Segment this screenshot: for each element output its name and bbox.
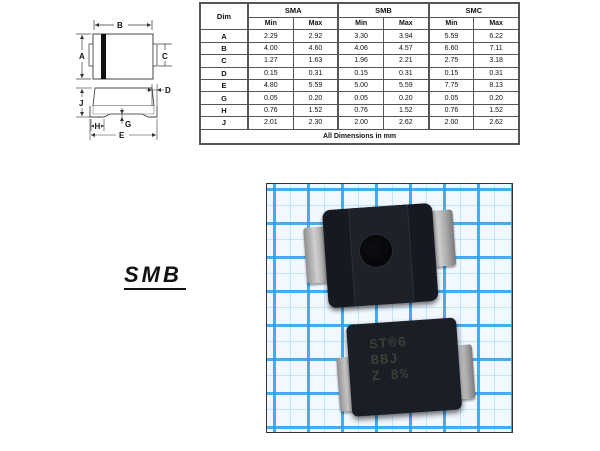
package-header-sma: SMA (246, 2, 339, 18)
svg-text:E: E (119, 131, 125, 140)
smc-max-header: Max (473, 16, 520, 31)
value-cell: 1.63 (292, 54, 339, 68)
table-footer-row: All Dimensions in mm (199, 128, 520, 144)
component-photo: ST®6 BBJ Z 8% (266, 183, 513, 433)
svg-text:C: C (162, 52, 168, 61)
table-row: J 2.01 2.30 2.00 2.62 2.00 2.62 (199, 116, 520, 130)
value-cell: 4.06 (337, 41, 384, 56)
table-row: C 1.27 1.63 1.96 2.21 2.75 3.18 (199, 54, 520, 68)
value-cell: 2.21 (382, 54, 430, 68)
value-cell: 0.31 (473, 66, 520, 80)
value-cell: 2.75 (427, 54, 475, 68)
value-cell: 4.60 (292, 41, 339, 56)
dim-key: B (199, 41, 249, 56)
table-row: B 4.00 4.60 4.06 4.57 6.60 7.11 (199, 41, 520, 56)
package-header-smc: SMC (427, 2, 520, 18)
value-cell: 0.31 (382, 66, 430, 80)
value-cell: 1.52 (473, 103, 520, 118)
package-name-label: SMB (124, 262, 182, 287)
value-cell: 0.05 (427, 91, 475, 105)
value-cell: 4.80 (246, 78, 294, 93)
dim-key: H (199, 103, 249, 118)
sma-max-header: Max (292, 16, 339, 31)
value-cell: 6.22 (473, 29, 520, 43)
value-cell: 2.30 (292, 116, 339, 130)
value-cell: 1.52 (382, 103, 430, 118)
value-cell: 4.00 (246, 41, 294, 56)
value-cell: 2.29 (246, 29, 294, 43)
value-cell: 5.59 (382, 78, 430, 93)
value-cell: 3.30 (337, 29, 384, 43)
value-cell: 3.94 (382, 29, 430, 43)
value-cell: 1.96 (337, 54, 384, 68)
value-cell: 2.00 (337, 116, 384, 130)
svg-text:H: H (95, 122, 101, 131)
value-cell: 2.00 (427, 116, 475, 130)
smb-component-underside (322, 202, 439, 309)
value-cell: 2.01 (246, 116, 294, 130)
smb-max-header: Max (382, 16, 430, 31)
value-cell: 0.15 (427, 66, 475, 80)
sma-min-header: Min (246, 16, 294, 31)
value-cell: 0.76 (246, 103, 294, 118)
value-cell: 6.60 (427, 41, 475, 56)
package-outline-drawing: B A C D J G (60, 0, 200, 145)
value-cell: 0.31 (292, 66, 339, 80)
value-cell: 2.92 (292, 29, 339, 43)
table-row: E 4.80 5.59 5.00 5.59 7.75 8.13 (199, 78, 520, 93)
value-cell: 0.05 (337, 91, 384, 105)
component-marking: ST®6 BBJ Z 8% (369, 333, 442, 386)
package-name-underline (124, 288, 186, 290)
value-cell: 5.00 (337, 78, 384, 93)
smb-component-top: ST®6 BBJ Z 8% (346, 317, 463, 417)
table-row: G 0.05 0.20 0.05 0.20 0.05 0.20 (199, 91, 520, 105)
value-cell: 0.05 (246, 91, 294, 105)
photo-scene: ST®6 BBJ Z 8% (267, 184, 512, 432)
dim-key: G (199, 91, 249, 105)
units-note: All Dimensions in mm (199, 128, 520, 144)
value-cell: 7.75 (427, 78, 475, 93)
value-cell: 0.76 (337, 103, 384, 118)
value-cell: 0.76 (427, 103, 475, 118)
dim-key: D (199, 66, 249, 80)
smc-min-header: Min (427, 16, 475, 31)
svg-text:J: J (79, 99, 83, 108)
dim-column-header: Dim (199, 2, 249, 31)
value-cell: 3.18 (473, 54, 520, 68)
dim-key: C (199, 54, 249, 68)
value-cell: 0.20 (292, 91, 339, 105)
value-cell: 7.11 (473, 41, 520, 56)
value-cell: 0.15 (246, 66, 294, 80)
value-cell: 5.59 (427, 29, 475, 43)
smb-min-header: Min (337, 16, 384, 31)
dim-key: A (199, 29, 249, 43)
dim-key: E (199, 78, 249, 93)
dim-key: J (199, 116, 249, 130)
svg-text:A: A (79, 52, 85, 61)
value-cell: 2.62 (473, 116, 520, 130)
dimension-table: Dim SMA SMB SMC Min Max Min Max Min Max … (199, 2, 520, 145)
value-cell: 2.62 (382, 116, 430, 130)
value-cell: 4.57 (382, 41, 430, 56)
svg-text:B: B (117, 21, 123, 30)
package-header-smb: SMB (337, 2, 430, 18)
value-cell: 0.20 (473, 91, 520, 105)
table-row: H 0.76 1.52 0.76 1.52 0.76 1.52 (199, 103, 520, 118)
value-cell: 1.27 (246, 54, 294, 68)
dimension-diagram: B A C D J G (76, 20, 172, 140)
marking-line: Z 8% (371, 366, 410, 386)
value-cell: 0.20 (382, 91, 430, 105)
table-row: D 0.15 0.31 0.15 0.31 0.15 0.31 (199, 66, 520, 80)
value-cell: 0.15 (337, 66, 384, 80)
value-cell: 8.13 (473, 78, 520, 93)
svg-text:G: G (125, 120, 131, 129)
svg-text:D: D (165, 86, 171, 95)
value-cell: 1.52 (292, 103, 339, 118)
table-row: A 2.29 2.92 3.30 3.94 5.59 6.22 (199, 29, 520, 43)
value-cell: 5.59 (292, 78, 339, 93)
